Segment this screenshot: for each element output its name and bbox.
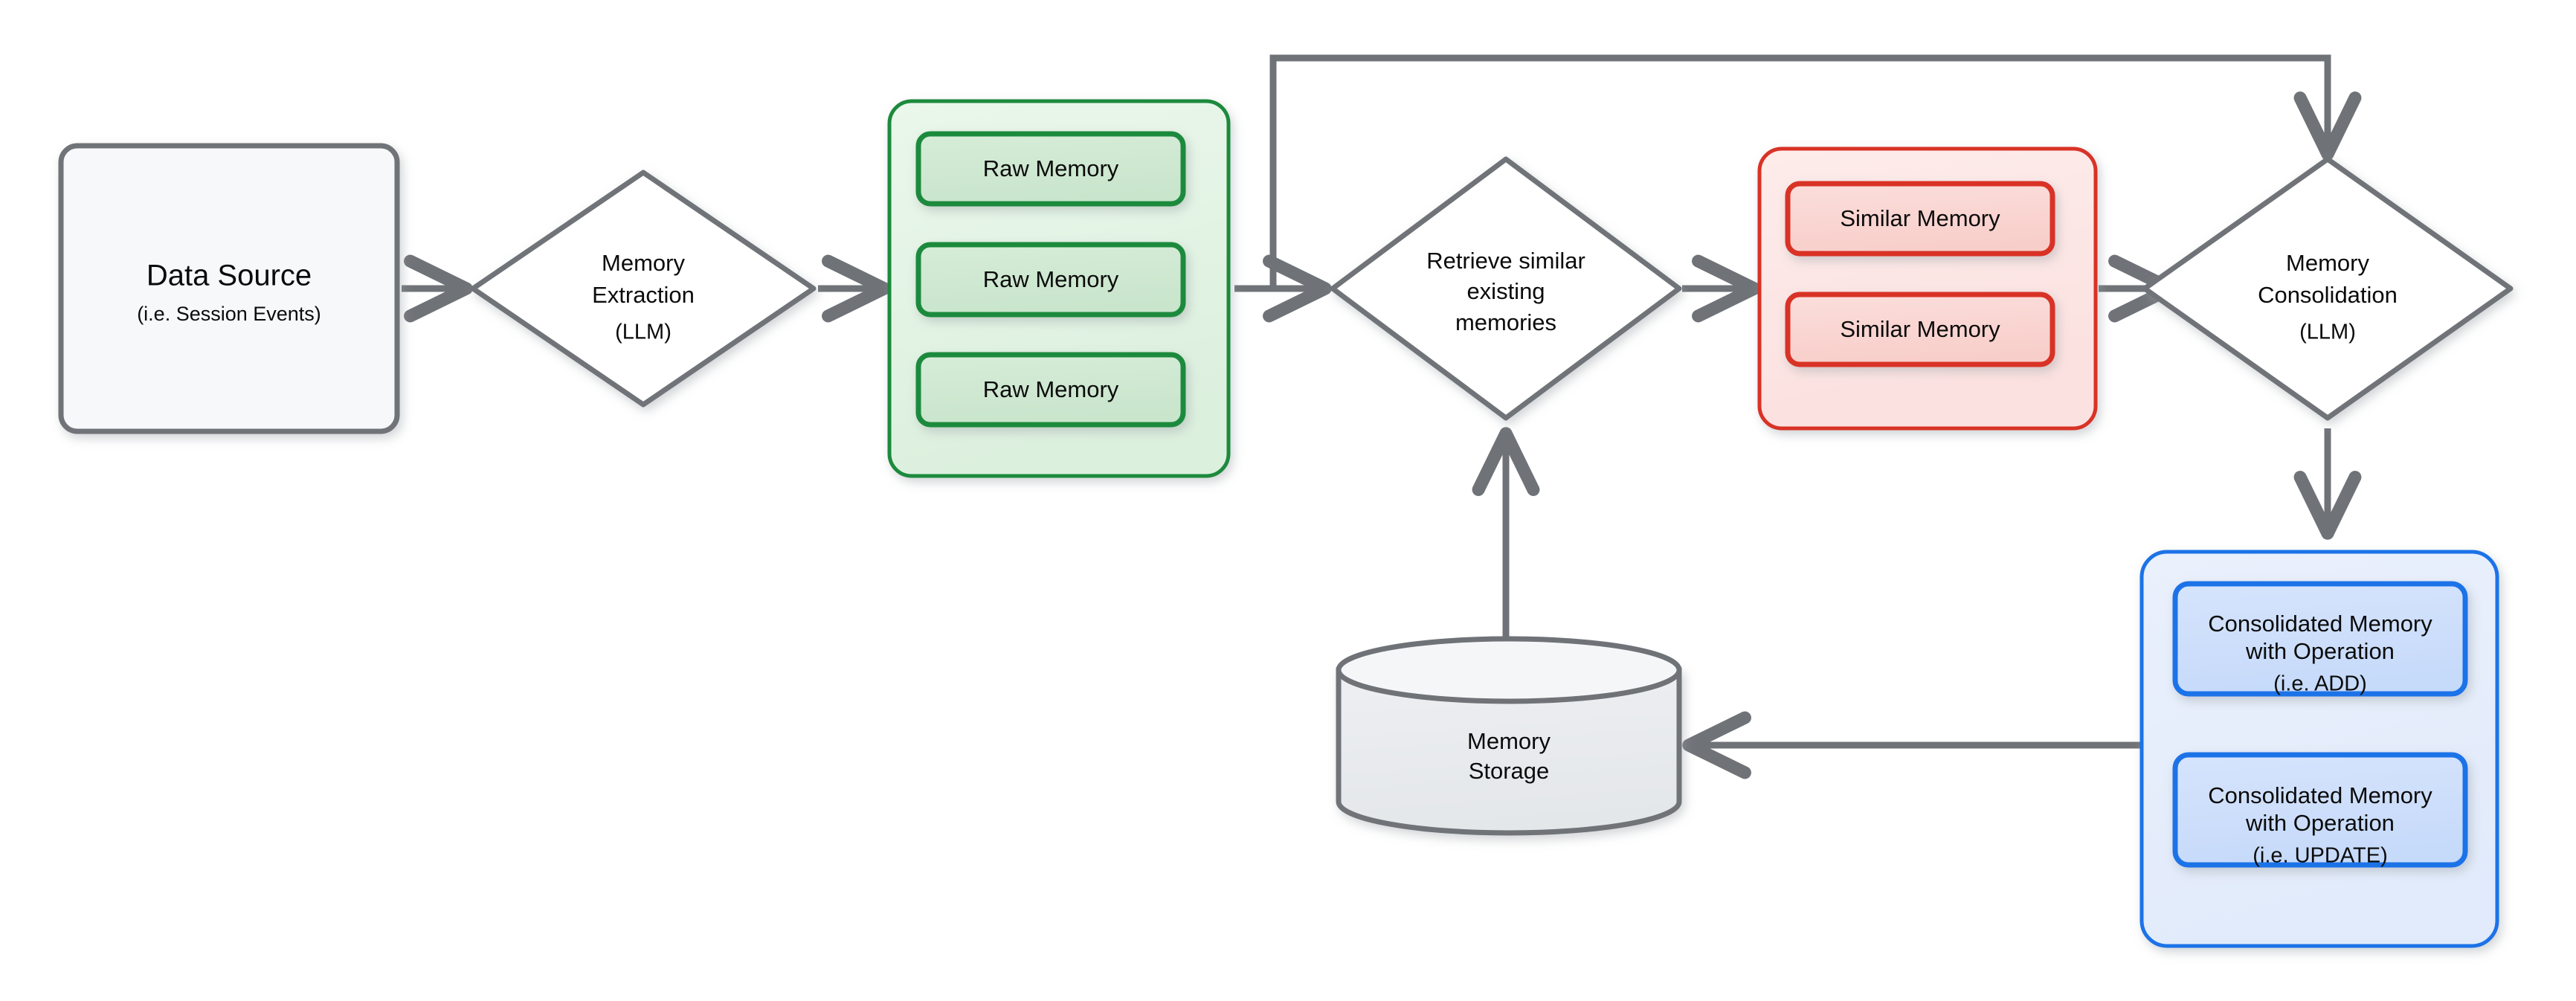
memory-extraction-diamond[interactable] [470,170,817,408]
consolidated-memory-chip-line1: Consolidated Memory [2208,611,2432,637]
consolidated-memory-chip-line1: Consolidated Memory [2208,782,2432,808]
memory-storage-line2: Storage [1469,758,1550,784]
memory-extraction-line2: Extraction [592,282,695,308]
node-raw-memory-group[interactable]: Raw Memory Raw Memory Raw Memory [887,99,1231,478]
raw-memory-chip-box[interactable] [915,131,1186,207]
memory-consolidation-line1: Memory [2286,250,2369,276]
node-retrieve-similar[interactable]: Retrieve similar existing memories [1330,156,1682,421]
memory-storage-cylinder-body[interactable] [1336,667,1682,836]
retrieve-similar-line1: Retrieve similar [1426,248,1585,274]
consolidated-memory-chip-box[interactable] [2172,752,2468,868]
memory-consolidation-subtitle: (LLM) [2299,321,2356,344]
data-source-title: Data Source [146,260,312,292]
memory-consolidation-diamond[interactable] [2142,156,2514,421]
edge-raw-memory-group-to-memory-consolidation-feedback [1269,54,2362,289]
edge-layer [402,54,2362,779]
raw-memory-chip-box[interactable] [915,242,1186,318]
retrieve-similar-line2: existing [1466,278,1545,304]
data-source-box[interactable] [58,143,400,434]
node-memory-consolidation[interactable]: Memory Consolidation (LLM) [2142,156,2514,421]
consolidated-memory-chip-subtitle: (i.e. ADD) [2273,672,2367,696]
consolidated-memory-chip-subtitle: (i.e. UPDATE) [2253,844,2388,868]
memory-storage-cylinder-top [1336,636,1682,704]
memory-storage-line1: Memory [1467,728,1551,754]
raw-memory-chip[interactable]: Raw Memory [915,352,1186,428]
raw-memory-chip[interactable]: Raw Memory [915,242,1186,318]
raw-memory-chip-label: Raw Memory [983,376,1119,402]
consolidated-memory-chip-line2: with Operation [2245,810,2395,836]
data-source-subtitle: (i.e. Session Events) [137,303,321,325]
similar-memory-chip[interactable]: Similar Memory [1785,181,2055,257]
similar-memory-chip-label: Similar Memory [1840,205,2000,231]
raw-memory-chip-label: Raw Memory [983,266,1119,292]
similar-memory-chip-box[interactable] [1785,292,2055,367]
node-data-source[interactable]: Data Source (i.e. Session Events) [58,143,400,434]
similar-memory-chip-box[interactable] [1785,181,2055,257]
consolidated-memory-chip-box[interactable] [2172,581,2468,697]
memory-consolidation-line2: Consolidation [2258,282,2398,308]
similar-memory-chip-label: Similar Memory [1840,316,2000,342]
node-consolidated-memory-group[interactable]: Consolidated Memory with Operation (i.e.… [2139,550,2499,948]
node-memory-extraction[interactable]: Memory Extraction (LLM) [470,170,817,408]
raw-memory-chip[interactable]: Raw Memory [915,131,1186,207]
similar-memory-chip[interactable]: Similar Memory [1785,292,2055,367]
raw-memory-chip-label: Raw Memory [983,155,1119,181]
node-memory-storage[interactable]: Memory Storage [1336,636,1682,836]
retrieve-similar-line3: memories [1455,309,1556,335]
consolidated-memory-chip[interactable]: Consolidated Memory with Operation (i.e.… [2172,752,2468,868]
memory-extraction-line1: Memory [602,250,685,276]
raw-memory-chip-box[interactable] [915,352,1186,428]
retrieve-similar-diamond[interactable] [1330,156,1682,421]
consolidated-memory-chip-line2: with Operation [2245,638,2395,664]
node-similar-memory-group[interactable]: Similar Memory Similar Memory [1757,147,2098,431]
consolidated-memory-chip[interactable]: Consolidated Memory with Operation (i.e.… [2172,581,2468,697]
memory-extraction-subtitle: (LLM) [615,321,672,344]
